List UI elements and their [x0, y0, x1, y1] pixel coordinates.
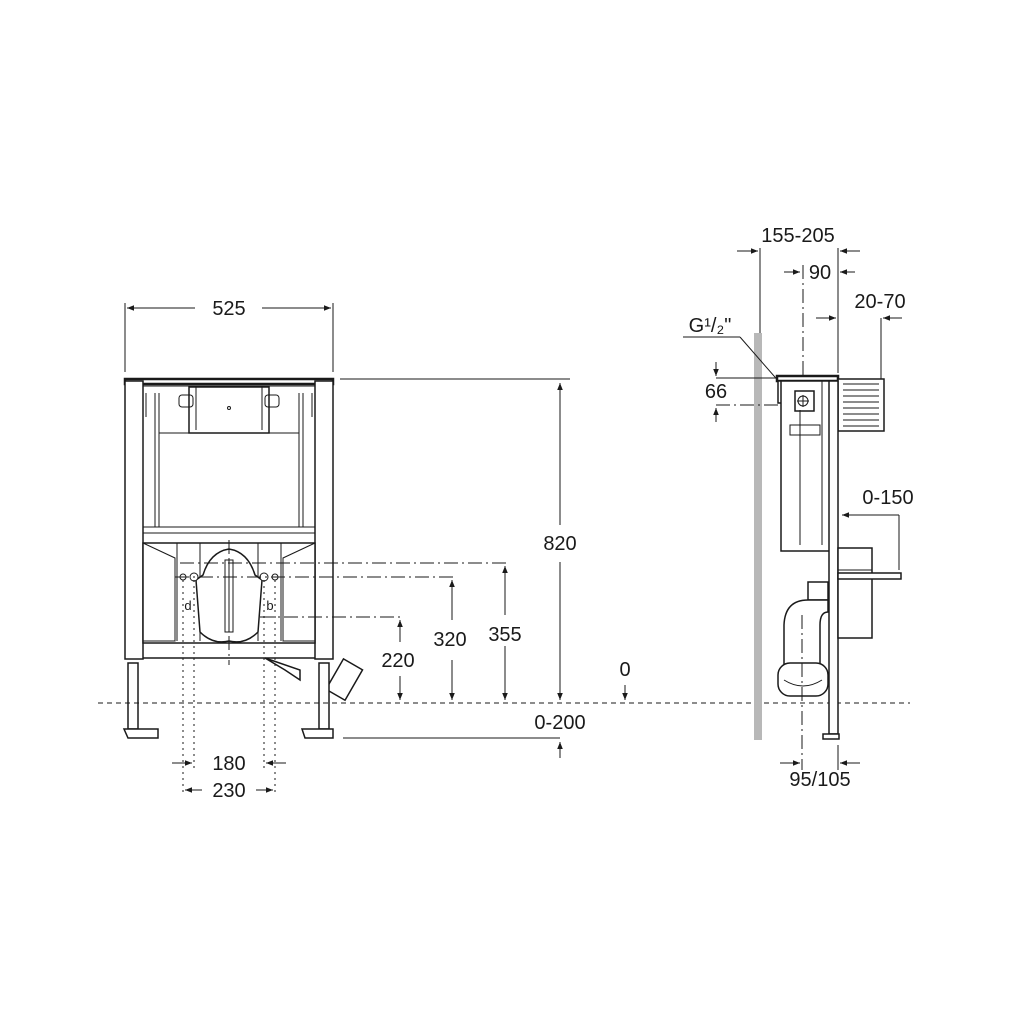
dim-20-70: 20-70	[816, 291, 906, 380]
height-label: 820	[543, 533, 576, 555]
panel-depth-label: 20-70	[854, 291, 905, 313]
inner-bolt-spacing-label: 180	[212, 753, 245, 775]
inlet-drop-label: 66	[705, 381, 727, 403]
dim-820: 820	[340, 378, 577, 700]
bolt-marker-left: d	[184, 598, 191, 613]
leg-adjust-label: 0-200	[534, 712, 585, 734]
dim-95-105: 95/105	[780, 745, 860, 791]
dim-220: 220	[381, 620, 415, 700]
floor-label: 0	[619, 659, 630, 681]
dim-355: 355	[488, 566, 522, 700]
outer-bolt-spacing-label: 230	[212, 780, 245, 802]
inlet-offset-label: 90	[809, 262, 831, 284]
frame	[123, 377, 335, 660]
bolt-height-label: 320	[433, 629, 466, 651]
wall-depth-label: 155-205	[761, 225, 834, 247]
pipe-extension-label: 0-150	[862, 487, 913, 509]
drain-pipe	[777, 581, 840, 770]
inlet-thread-label: G¹/₂"	[689, 315, 732, 337]
side-view: 155-205 90 20-70 G¹/₂" 66	[683, 225, 914, 791]
centerlines	[98, 540, 910, 795]
dim-0-150: 0-150	[842, 487, 914, 570]
front-view: 525	[98, 298, 910, 802]
frame-side	[828, 380, 902, 735]
outlet-offset-label: 95/105	[789, 769, 850, 791]
flush-height-label: 355	[488, 624, 521, 646]
outlet-height-label: 220	[381, 650, 414, 672]
bolt-marker-right: b	[266, 598, 273, 613]
dim-180: 180	[172, 753, 286, 775]
dim-0-200: 0-200	[343, 712, 586, 758]
dim-width: 525	[124, 298, 334, 372]
dim-floor-0: 0	[619, 659, 631, 700]
dim-320: 320	[433, 580, 467, 700]
dim-90: 90	[784, 262, 855, 284]
dim-155-205: 155-205	[737, 225, 860, 373]
width-label: 525	[212, 298, 245, 320]
dim-66: 66	[705, 362, 800, 422]
legs	[122, 662, 334, 739]
dim-230: 230	[185, 780, 273, 802]
wall	[754, 333, 762, 740]
